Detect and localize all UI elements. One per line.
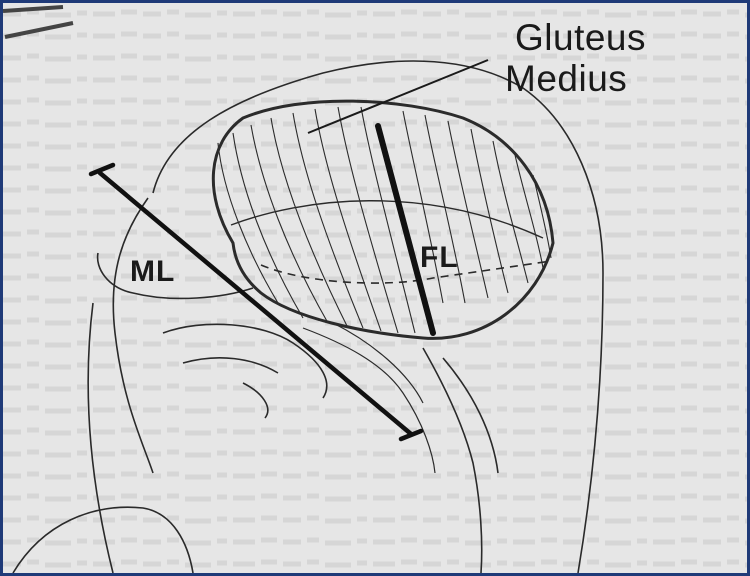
gluteus-medius-label-line1: Gluteus: [515, 17, 646, 59]
figure-drawing: [3, 3, 747, 573]
ml-label: ML: [130, 255, 175, 289]
gluteus-medius-label-line2: Medius: [505, 58, 627, 100]
fl-label: FL: [420, 241, 459, 275]
